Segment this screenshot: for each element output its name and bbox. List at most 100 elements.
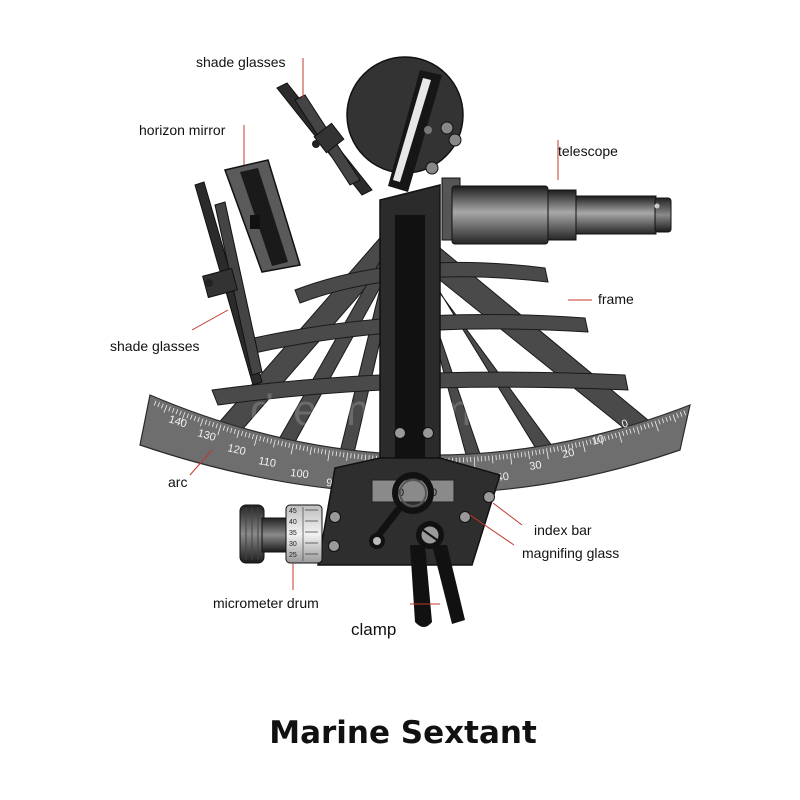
arc-tick <box>575 442 577 448</box>
magnifying-glass <box>392 472 434 514</box>
arc: 140 130 120 110 100 90 40 30 20 10 0 <box>139 394 691 495</box>
arc-tick <box>168 406 171 412</box>
arc-tick <box>676 413 679 419</box>
drum-number-30: 30 <box>289 541 297 548</box>
arc-tick <box>262 436 265 442</box>
arc-tick <box>190 414 193 420</box>
arc-tick <box>661 418 665 424</box>
arc-tick <box>324 449 327 455</box>
arc-tick <box>654 420 659 432</box>
arc-tick <box>171 407 175 413</box>
arc-tick <box>665 417 668 423</box>
arc-tick <box>542 448 545 454</box>
arc-tick <box>295 444 298 450</box>
arc-tick <box>327 450 330 462</box>
arc-tick <box>629 428 632 434</box>
leader-magnifying-glass <box>469 514 515 546</box>
arc-tick <box>517 452 519 458</box>
arc-tick <box>244 432 247 438</box>
arc-tick <box>204 419 208 425</box>
index-window-number-right: 0 <box>431 487 437 499</box>
clamp <box>410 545 465 627</box>
arc-tick <box>636 426 640 435</box>
arc-tick <box>611 433 614 439</box>
micrometer-drum: 45 40 35 30 25 <box>239 504 323 564</box>
arc-tick <box>153 400 157 406</box>
arc-tick <box>524 451 526 457</box>
arc-tick <box>217 424 222 436</box>
arc-tick <box>596 437 599 443</box>
arc-tick <box>614 432 617 438</box>
arc-number-110: 110 <box>257 455 276 470</box>
arc-number-100: 100 <box>290 467 310 481</box>
arc-tick <box>571 443 574 449</box>
arc-tick <box>248 433 251 439</box>
arc-tick <box>531 450 534 456</box>
arc-number-30: 30 <box>529 459 543 473</box>
diagram-title: Marine Sextant <box>269 715 537 751</box>
arc-tick <box>669 415 672 421</box>
arc-tick <box>509 453 513 465</box>
arc-tick <box>273 439 276 448</box>
index-window <box>371 479 455 503</box>
arc-tick <box>607 434 610 440</box>
arc-tick <box>259 435 262 441</box>
arc-tick <box>309 447 312 456</box>
arc-tick <box>622 430 625 436</box>
arc-tick <box>313 447 316 453</box>
arc-tick <box>506 453 508 459</box>
arc-tick <box>208 420 211 426</box>
drum-number-25: 25 <box>289 552 297 559</box>
arc-tick <box>163 405 168 413</box>
arc-number-140: 140 <box>167 413 188 430</box>
arc-tick <box>332 450 334 456</box>
horizon-mirror <box>224 159 301 273</box>
arc-tick <box>603 435 606 441</box>
arc-tick <box>236 429 240 438</box>
arc-number-120: 120 <box>226 442 247 458</box>
telescope <box>441 177 672 245</box>
arc-tick <box>241 431 244 437</box>
arc-tick <box>226 426 229 432</box>
arc-tick <box>288 442 291 448</box>
label-shade-glasses-left: shade glasses <box>110 338 200 354</box>
arc-tick <box>350 453 352 459</box>
leader-shade-glasses-left <box>191 309 229 331</box>
frame-crossbar-1 <box>294 261 549 304</box>
arc-tick <box>200 418 204 427</box>
arc-tick <box>535 450 537 456</box>
arc-tick <box>502 454 505 460</box>
arc-tick <box>618 431 623 443</box>
arc-tick <box>339 451 341 457</box>
arc-tick <box>179 410 182 416</box>
drum-number-40: 40 <box>289 519 297 526</box>
leader-arc <box>189 449 213 476</box>
arc-tick <box>335 451 338 457</box>
label-shade-glasses-top: shade glasses <box>196 54 286 70</box>
arc-tick <box>632 427 636 433</box>
vernier-plate: 0 0 <box>317 427 501 566</box>
arc-tick <box>233 428 236 434</box>
arc-tick <box>215 423 218 429</box>
arc-number-10: 10 <box>591 433 606 448</box>
arc-tick <box>556 446 559 452</box>
leader-index-bar <box>492 502 523 526</box>
arc-tick <box>625 429 628 435</box>
arc-tick <box>186 413 189 419</box>
arc-tick <box>306 446 309 452</box>
arc-tick <box>211 422 215 428</box>
arc-tick <box>473 456 476 468</box>
arc-tick <box>197 417 200 423</box>
arc-number-0: 0 <box>620 418 630 431</box>
arc-number-130: 130 <box>196 427 217 444</box>
arc-tick <box>161 403 164 409</box>
arc-tick <box>553 446 556 453</box>
frame-crossbar-3 <box>211 371 629 406</box>
arc-tick <box>491 455 494 464</box>
arc-tick <box>585 440 588 446</box>
arc-tick <box>600 436 604 445</box>
shade-glasses-top <box>276 82 373 196</box>
arc-tick <box>643 424 647 430</box>
arc-tick <box>277 440 280 446</box>
